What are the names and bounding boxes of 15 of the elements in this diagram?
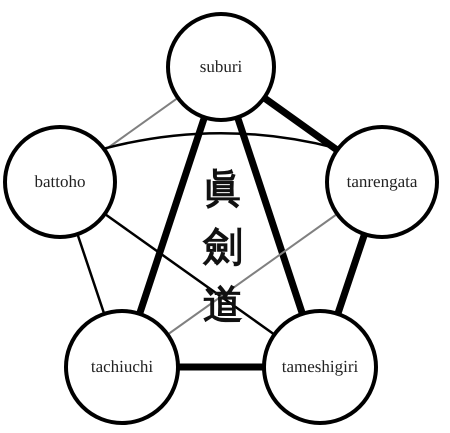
- connector-line: [179, 364, 263, 370]
- connector-line: [76, 234, 106, 314]
- node-label: tanrengata: [346, 172, 418, 192]
- node-label: tachiuchi: [90, 357, 154, 377]
- connector-line: [104, 213, 274, 336]
- connector-line: [262, 96, 338, 152]
- connector-line: [334, 234, 368, 314]
- connector-line: [105, 98, 178, 150]
- connector-line: [234, 117, 306, 314]
- node-label: suburi: [200, 57, 242, 77]
- connector-line: [168, 214, 337, 335]
- connector-line: [136, 117, 208, 314]
- node-label: tameshigiri: [282, 357, 358, 377]
- node-label: battoho: [34, 172, 86, 192]
- title-text: 眞劍道: [201, 165, 244, 329]
